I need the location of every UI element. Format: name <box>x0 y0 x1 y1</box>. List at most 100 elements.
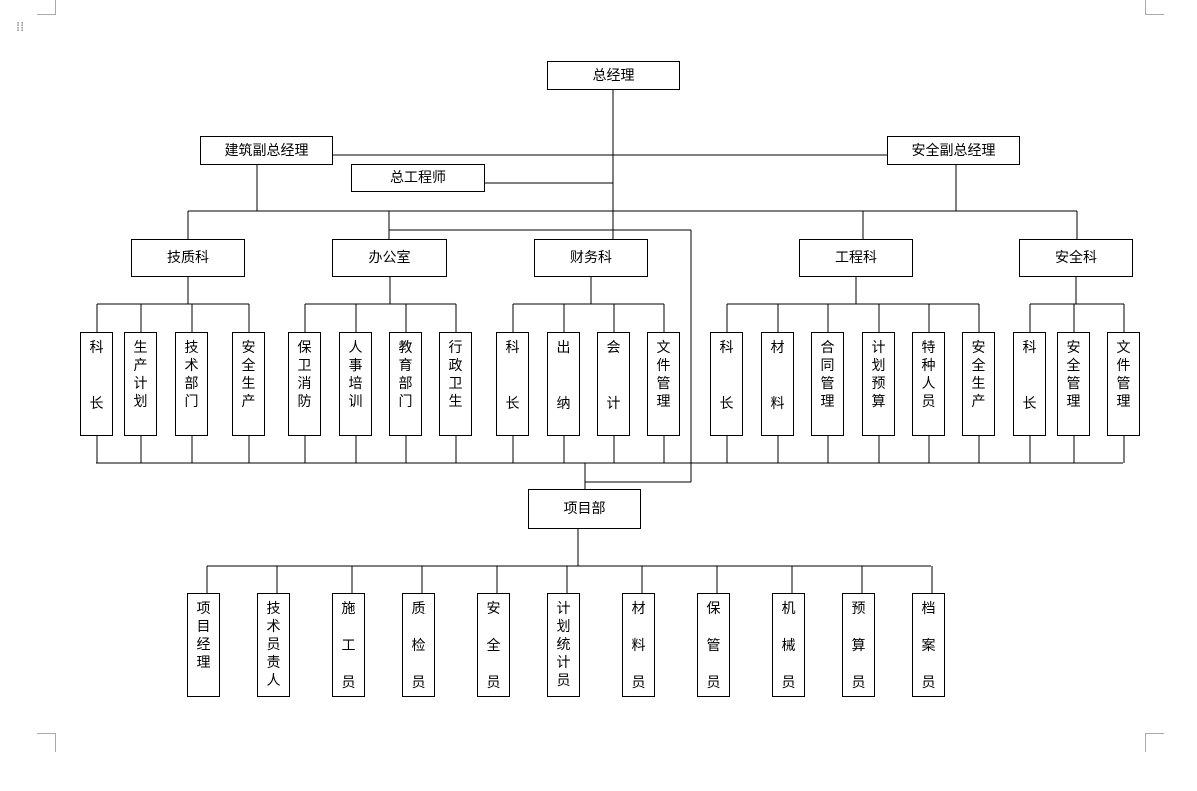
project-staff-box-char: 计 <box>556 601 571 617</box>
unit-box-char: 种 <box>921 358 936 374</box>
project-staff-box-char: 保 <box>706 601 721 617</box>
project-staff-box-char: 质 <box>411 601 426 617</box>
project-staff-box-char: 全 <box>486 638 501 654</box>
unit-box: 安全生产 <box>962 332 995 436</box>
project-staff-box-char: 械 <box>781 638 796 654</box>
project-staff-box-char: 统 <box>556 637 571 653</box>
project-department-box: 项目部 <box>528 489 641 529</box>
unit-box: 文件管理 <box>647 332 680 436</box>
project-staff-box-char: 员 <box>556 673 571 689</box>
unit-box-char: 科 <box>1022 340 1037 356</box>
project-staff-box-char: 安 <box>486 601 501 617</box>
project-staff-box-char: 材 <box>631 601 646 617</box>
page-corner-bottom-right <box>1145 733 1164 752</box>
unit-box-char: 管 <box>820 376 835 392</box>
unit-box-char: 生 <box>971 376 986 392</box>
unit-box-char: 材 <box>770 340 785 356</box>
project-staff-box-char: 档 <box>921 601 936 617</box>
unit-box-char: 保 <box>297 340 312 356</box>
unit-box-char: 理 <box>1116 394 1131 410</box>
unit-box: 科长 <box>1013 332 1046 436</box>
unit-box-char: 生 <box>448 394 463 410</box>
unit-box: 教育部门 <box>389 332 422 436</box>
unit-box-char: 生 <box>133 340 148 356</box>
unit-box-char: 安 <box>971 340 986 356</box>
unit-box: 生产计划 <box>124 332 157 436</box>
unit-box: 科长 <box>80 332 113 436</box>
drag-handle-icon[interactable]: ⁞⁞ <box>16 20 25 35</box>
unit-box-char: 理 <box>656 394 671 410</box>
unit-box-char: 全 <box>1066 358 1081 374</box>
unit-box-char: 全 <box>241 358 256 374</box>
unit-box-char: 文 <box>1116 340 1131 356</box>
unit-box: 材料 <box>761 332 794 436</box>
project-staff-box-char: 理 <box>196 655 211 671</box>
project-staff-box: 保管员 <box>697 593 730 697</box>
project-staff-box-char: 管 <box>706 638 721 654</box>
vp-construction-box: 建筑副总经理 <box>200 136 333 165</box>
project-staff-box-char: 案 <box>921 638 936 654</box>
project-staff-box-char: 技 <box>266 601 281 617</box>
unit-box: 合同管理 <box>811 332 844 436</box>
unit-box-char: 安 <box>1066 340 1081 356</box>
project-staff-box-char: 员 <box>851 675 866 691</box>
project-staff-box: 档案员 <box>912 593 945 697</box>
unit-box-char: 培 <box>348 376 363 392</box>
unit-box: 人事培训 <box>339 332 372 436</box>
unit-box: 安全管理 <box>1057 332 1090 436</box>
unit-box-char: 长 <box>505 396 520 412</box>
unit-box-char: 长 <box>1022 396 1037 412</box>
unit-box-char: 产 <box>971 394 986 410</box>
unit-box: 科长 <box>710 332 743 436</box>
unit-box-char: 卫 <box>448 376 463 392</box>
unit-box-char: 训 <box>348 394 363 410</box>
unit-box-char: 计 <box>133 376 148 392</box>
project-staff-box: 施工员 <box>332 593 365 697</box>
project-staff-box-char: 料 <box>631 638 646 654</box>
unit-box-char: 行 <box>448 340 463 356</box>
project-staff-box: 机械员 <box>772 593 805 697</box>
project-staff-box: 质检员 <box>402 593 435 697</box>
project-staff-box-char: 员 <box>486 675 501 691</box>
unit-box-char: 合 <box>820 340 835 356</box>
project-staff-box-char: 员 <box>631 675 646 691</box>
unit-box-char: 产 <box>241 394 256 410</box>
unit-box-char: 长 <box>89 396 104 412</box>
unit-box-char: 技 <box>184 340 199 356</box>
unit-box-char: 科 <box>719 340 734 356</box>
unit-box-char: 消 <box>297 376 312 392</box>
project-staff-box-char: 机 <box>781 601 796 617</box>
unit-box-char: 划 <box>871 358 886 374</box>
unit-box-char: 术 <box>184 358 199 374</box>
project-staff-box-char: 员 <box>341 675 356 691</box>
unit-box-char: 生 <box>241 376 256 392</box>
page-corner-top-left <box>37 0 56 15</box>
unit-box-char: 件 <box>656 358 671 374</box>
unit-box: 文件管理 <box>1107 332 1140 436</box>
unit-box-char: 管 <box>1066 376 1081 392</box>
unit-box-char: 育 <box>398 358 413 374</box>
unit-box-char: 部 <box>398 376 413 392</box>
unit-box-char: 科 <box>89 340 104 356</box>
project-staff-box-char: 检 <box>411 638 426 654</box>
unit-box-char: 理 <box>1066 394 1081 410</box>
project-staff-box-char: 员 <box>411 675 426 691</box>
page-corner-bottom-left <box>37 733 56 752</box>
department-box-1: 技质科 <box>131 239 245 277</box>
unit-box-char: 人 <box>348 340 363 356</box>
project-staff-box-char: 计 <box>556 655 571 671</box>
unit-box-char: 产 <box>133 358 148 374</box>
project-staff-box-char: 员 <box>266 637 281 653</box>
unit-box-char: 全 <box>971 358 986 374</box>
unit-box-char: 理 <box>820 394 835 410</box>
unit-box-char: 计 <box>871 340 886 356</box>
project-staff-box-char: 经 <box>196 637 211 653</box>
unit-box-char: 事 <box>348 358 363 374</box>
unit-box-char: 出 <box>556 340 571 356</box>
page-corner-top-right <box>1145 0 1164 15</box>
unit-box: 行政卫生 <box>439 332 472 436</box>
unit-box-char: 同 <box>820 358 835 374</box>
unit-box-char: 门 <box>184 394 199 410</box>
unit-box: 特种人员 <box>912 332 945 436</box>
unit-box-char: 卫 <box>297 358 312 374</box>
